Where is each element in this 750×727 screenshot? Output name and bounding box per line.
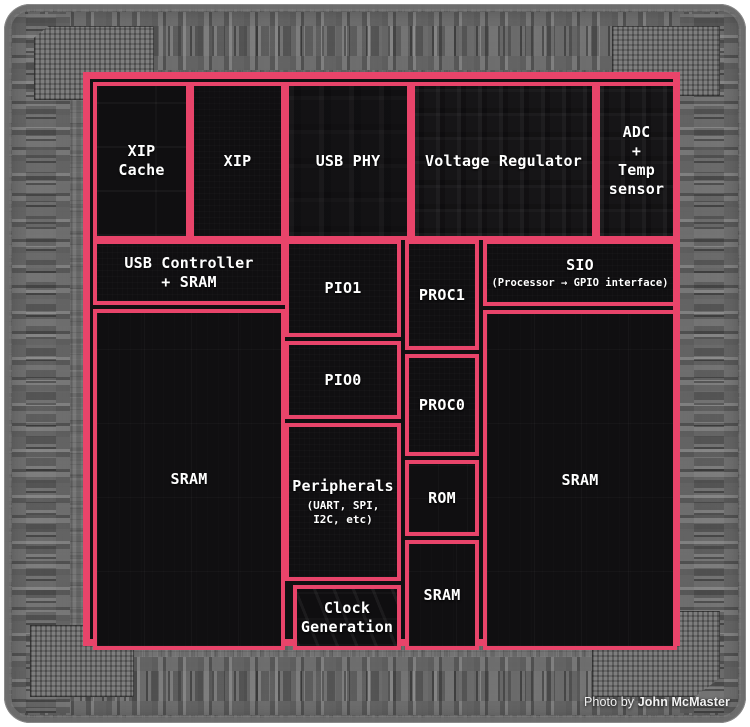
photo-credit-author: John McMaster [637, 695, 730, 709]
block-label: Peripherals [292, 476, 394, 495]
block-pio0: PIO0 [285, 341, 401, 419]
block-label: SRAM [170, 470, 208, 489]
block-clock-generation: Clock Generation [293, 585, 401, 650]
block-xip: XIP [190, 82, 285, 240]
block-label: Voltage Regulator [425, 151, 582, 170]
annotated-floorplan: XIP Cache XIP USB PHY Voltage Regulator ADC … [83, 72, 680, 650]
block-xip-cache: XIP Cache [93, 82, 190, 240]
io-pad-ring-left [12, 14, 70, 713]
block-label: Clock Generation [300, 598, 394, 636]
block-label: USB Controller + SRAM [124, 253, 254, 291]
block-proc1: PROC1 [405, 240, 479, 350]
block-usb-phy: USB PHY [285, 82, 411, 240]
silicon-die: XIP Cache XIP USB PHY Voltage Regulator ADC … [4, 4, 746, 723]
photo-credit: Photo by John McMaster [584, 695, 730, 709]
block-label: USB PHY [315, 151, 381, 170]
block-label: PROC1 [418, 285, 466, 304]
io-pad-ring-top [14, 12, 736, 70]
block-rom: ROM [405, 460, 479, 536]
block-label: SIO [566, 255, 594, 274]
block-adc-temp-sensor: ADC + Temp sensor [596, 82, 677, 240]
block-label: XIP Cache [118, 142, 165, 179]
block-label: PROC0 [418, 395, 466, 414]
block-label: SRAM [423, 585, 461, 604]
io-pad-ring-right [680, 14, 738, 713]
block-peripherals: Peripherals (UART, SPI, I2C, etc) [285, 423, 401, 581]
block-label: XIP [223, 151, 252, 170]
block-label: PIO0 [324, 370, 362, 389]
block-proc0: PROC0 [405, 354, 479, 456]
block-sram-right: SRAM [483, 310, 677, 650]
block-voltage-regulator: Voltage Regulator [411, 82, 596, 240]
photo-credit-prefix: Photo by [583, 695, 638, 709]
block-label: SRAM [561, 470, 599, 489]
block-label: PIO1 [324, 279, 362, 298]
block-sram-left: SRAM [93, 309, 285, 650]
block-sublabel: (Processor → GPIO interface) [491, 276, 669, 289]
block-usb-controller: USB Controller + SRAM [93, 240, 285, 305]
block-label: ADC + Temp sensor [608, 123, 665, 198]
block-sram-center: SRAM [405, 540, 479, 650]
block-pio1: PIO1 [285, 240, 401, 337]
block-sublabel: (UART, SPI, I2C, etc) [306, 498, 380, 526]
block-label: ROM [428, 488, 456, 507]
block-sio: SIO (Processor → GPIO interface) [483, 240, 677, 306]
